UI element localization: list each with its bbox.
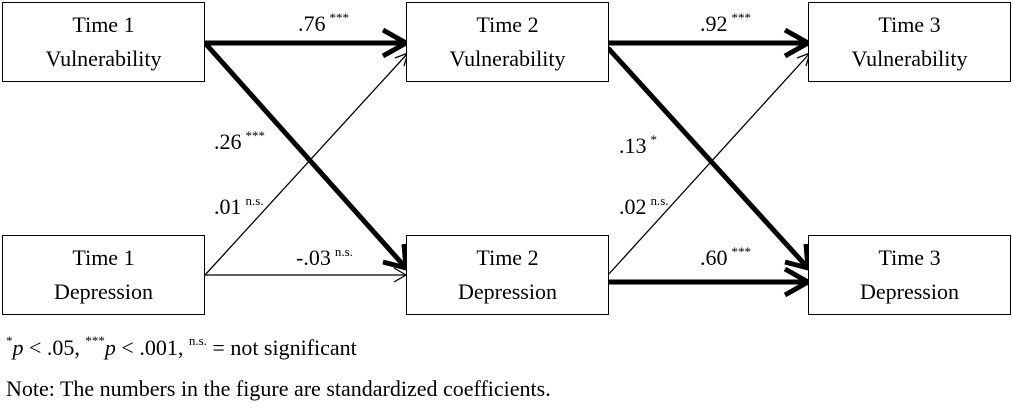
coef-t2dep-t3dep: .60*** (700, 244, 751, 271)
legend-threshold3: < .001, (115, 335, 189, 360)
coef-significance: *** (731, 244, 752, 259)
coef-value: .60 (700, 245, 728, 270)
coef-significance: *** (731, 10, 752, 25)
legend-star3: *** (85, 333, 105, 348)
coef-value: .02 (619, 194, 647, 219)
coef-significance: n.s. (245, 193, 264, 208)
coef-t2vuln-t3dep: .13* (619, 132, 657, 159)
figure-note: Note: The numbers in the figure are stan… (6, 376, 551, 401)
node-label-line2: Vulnerability (45, 46, 162, 71)
node-label-line2: Depression (458, 279, 557, 304)
node-label-line1: Time 3 (878, 245, 941, 270)
coef-value: .76 (298, 11, 326, 36)
arrow-t2vuln-to-t3dep (606, 46, 810, 270)
coef-value: -.03 (296, 245, 331, 270)
node-time3-depression: Time 3 Depression (808, 235, 1011, 315)
coef-value: .13 (619, 133, 647, 158)
legend-ns-text: = not significant (206, 335, 357, 360)
node-label-line1: Time 3 (878, 12, 941, 37)
arrow-t1vuln-to-t2dep (203, 41, 408, 270)
node-label-line2: Depression (54, 279, 153, 304)
coef-significance: n.s. (334, 244, 353, 259)
significance-legend: *p < .05, ***p < .001, n.s. = not signif… (6, 333, 357, 361)
node-time3-vulnerability: Time 3 Vulnerability (808, 2, 1011, 82)
legend-ns: n.s. (188, 333, 207, 348)
node-time2-vulnerability: Time 2 Vulnerability (406, 2, 609, 82)
legend-p3: p (104, 335, 116, 360)
coef-significance: *** (329, 10, 350, 25)
node-label-line1: Time 2 (476, 245, 539, 270)
coef-value: .92 (700, 11, 728, 36)
coef-value: .01 (214, 194, 242, 219)
coef-significance: * (650, 132, 658, 147)
node-label-line2: Depression (860, 279, 959, 304)
coef-t2vuln-t3vuln: .92*** (700, 10, 751, 37)
node-label-line2: Vulnerability (449, 46, 566, 71)
node-time2-depression: Time 2 Depression (406, 235, 609, 315)
node-time1-depression: Time 1 Depression (2, 235, 205, 315)
node-label-line1: Time 1 (72, 245, 135, 270)
node-label-line2: Vulnerability (851, 46, 968, 71)
node-time1-vulnerability: Time 1 Vulnerability (2, 2, 205, 82)
node-label-line1: Time 1 (72, 12, 135, 37)
arrow-t2dep-to-t3vuln (607, 52, 811, 276)
coef-t1vuln-t2vuln: .76*** (298, 10, 349, 37)
coef-value: .26 (214, 129, 242, 154)
coef-significance: *** (245, 128, 266, 143)
legend-threshold1: < .05, (23, 335, 86, 360)
legend-p1: p (12, 335, 24, 360)
node-label-line1: Time 2 (476, 12, 539, 37)
legend-star1: * (6, 333, 13, 348)
coef-t1vuln-t2dep: .26*** (214, 128, 265, 155)
arrow-t1dep-to-t2vuln (204, 52, 409, 276)
coef-significance: n.s. (650, 193, 669, 208)
